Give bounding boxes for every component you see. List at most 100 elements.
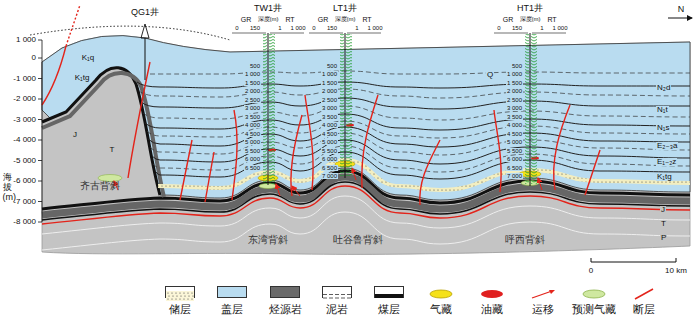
legend-swatch — [165, 286, 195, 298]
legend-swatch — [629, 286, 659, 298]
strata-label: N₁t — [656, 106, 669, 114]
depth-value: 3 500 — [244, 114, 261, 120]
depth-value: 1 500 — [506, 80, 523, 86]
depth-value: 6 500 — [506, 165, 523, 171]
legend-swatch — [270, 286, 300, 298]
faults — [42, 5, 690, 224]
depth-value: 5 000 — [321, 139, 338, 145]
legend-text: 气藏 — [430, 304, 452, 315]
mudstone-lines — [139, 71, 690, 172]
depth-value: 4 500 — [321, 131, 338, 137]
structure-name: 吐谷鲁背斜 — [333, 235, 383, 245]
layer-lines — [137, 82, 690, 179]
structure-name: 东湾背斜 — [248, 235, 288, 245]
depth-value: 5 500 — [244, 148, 261, 154]
log-scale-value: 1 — [278, 25, 281, 31]
depth-value: 6 000 — [506, 156, 523, 162]
log-curve-name: GR — [241, 16, 252, 23]
legend-swatch — [322, 286, 352, 298]
depth-value: 4 500 — [244, 131, 261, 137]
depth-value: 2 500 — [506, 97, 523, 103]
strata-label: Q — [486, 71, 494, 79]
legend-text: 煤层 — [378, 304, 400, 315]
legend-text: 运移 — [532, 304, 554, 315]
depth-value: 2 000 — [244, 88, 261, 94]
depth-value: 1 500 — [244, 80, 261, 86]
strata-label: P — [660, 234, 667, 242]
log-scale-value: 150 — [327, 25, 337, 31]
log-scale-value: 0 — [235, 25, 238, 31]
depth-value: 3 000 — [321, 105, 338, 111]
log-scale-value: 1 000 — [552, 25, 567, 31]
depth-value: 5 000 — [506, 139, 523, 145]
log-curve-name: RT — [362, 16, 371, 23]
depth-value: 4 000 — [244, 122, 261, 128]
depth-value: 2 000 — [321, 88, 338, 94]
log-scale-value: 150 — [250, 25, 260, 31]
log-scale-value: 1 — [540, 25, 543, 31]
scale-label: 10 km — [665, 267, 687, 275]
depth-value: 3 000 — [506, 105, 523, 111]
strata-label: N₁s — [656, 124, 670, 132]
well-name: LT1井 — [333, 4, 357, 13]
depth-value: 1 000 — [321, 71, 338, 77]
depth-value: 3 500 — [506, 114, 523, 120]
scale-label: 0 — [589, 267, 593, 275]
axis-tick-label: -2 000 — [13, 95, 36, 103]
well-name: TW1井 — [254, 4, 282, 13]
log-curve-name: GR — [318, 16, 329, 23]
depth-value: 6 000 — [321, 156, 338, 162]
legend-swatch — [477, 286, 507, 298]
axis-tick-label: -8 000 — [13, 218, 36, 226]
depth-value: 2 500 — [321, 97, 338, 103]
depth-value: 7 000 — [321, 173, 338, 179]
depth-value: 500 — [249, 63, 261, 69]
axis-tick-label: -1 000 — [13, 75, 36, 83]
log-curve-name: GR — [503, 16, 514, 23]
log-scale-value: 1 000 — [290, 25, 305, 31]
strata-label: K₁tg — [656, 173, 673, 181]
depth-value: 6 000 — [244, 156, 261, 162]
depth-value: 6 500 — [321, 165, 338, 171]
strata-label: T — [109, 146, 116, 154]
legend-text: 盖层 — [221, 304, 243, 315]
depth-header: 深度(m) — [258, 16, 279, 22]
depth-value: 1 000 — [506, 71, 523, 77]
legend-swatch — [426, 286, 456, 298]
strata-label: J — [72, 131, 78, 139]
depth-value: 1 000 — [244, 71, 261, 77]
depth-value: 4 000 — [321, 122, 338, 128]
depth-value: 6 500 — [244, 165, 261, 171]
depth-value: 4 000 — [506, 122, 523, 128]
depth-value: 2 000 — [506, 88, 523, 94]
strata-label: K₁q — [81, 54, 95, 62]
depth-value: 500 — [511, 63, 523, 69]
depth-value: 2 500 — [244, 97, 261, 103]
log-scale-value: 150 — [512, 25, 522, 31]
legend-text: 预测气藏 — [572, 304, 616, 315]
depth-value: 3 500 — [321, 114, 338, 120]
depth-value: 5 000 — [244, 139, 261, 145]
strata-label: N₂d — [656, 84, 671, 92]
axis-title: 海拔(m) — [3, 173, 12, 203]
strata-label: E₂₋₃a — [656, 142, 678, 150]
strata-label: K₁tg — [74, 74, 91, 82]
depth-value: 5 500 — [321, 148, 338, 154]
legend-swatch — [528, 286, 558, 298]
log-curve-name: RT — [285, 16, 294, 23]
axis-tick-label: 1 000 — [16, 36, 36, 44]
log-scale-value: 1 — [355, 25, 358, 31]
log-curve-name: RT — [547, 16, 556, 23]
depth-value: 3 000 — [244, 105, 261, 111]
legend-text: 油藏 — [481, 304, 503, 315]
legend-text: 储层 — [169, 304, 191, 315]
legend-swatch — [579, 286, 609, 298]
depth-value: 1 500 — [321, 80, 338, 86]
depth-value: 5 500 — [506, 148, 523, 154]
axis-tick-label: -5 000 — [13, 157, 36, 165]
depth-header: 深度(m) — [520, 16, 541, 22]
scale-bar — [591, 258, 676, 262]
elevation-axis — [38, 40, 42, 222]
well-name: HT1井 — [517, 4, 543, 13]
